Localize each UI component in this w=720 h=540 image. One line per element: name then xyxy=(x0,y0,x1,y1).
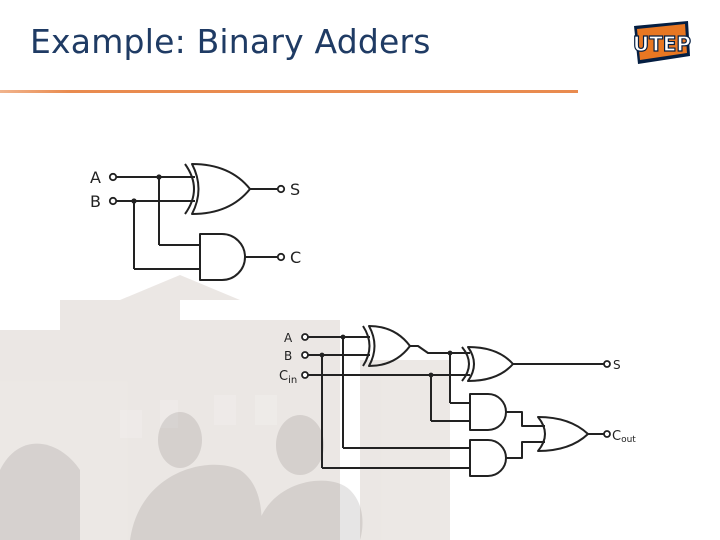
ha-and-gate xyxy=(199,233,246,281)
fa-xor2-back-curve xyxy=(461,346,470,382)
background-building-right xyxy=(360,360,450,540)
fa-xor1-back-curve xyxy=(362,325,371,367)
fa-input-a-label: A xyxy=(284,331,293,345)
background-person-body xyxy=(130,464,262,540)
background-person-head xyxy=(158,412,202,468)
wire-fa-xor1-out xyxy=(410,345,470,354)
background-person-body-2 xyxy=(255,480,363,540)
ha-output-s-label: S xyxy=(290,180,300,199)
logo-shield-inner xyxy=(637,24,687,60)
fa-or-gate xyxy=(537,416,589,452)
fa-cout-main: C xyxy=(612,429,621,444)
full-adder-circuit xyxy=(307,325,605,477)
fa-input-cin-label: Cin xyxy=(279,369,297,386)
half-adder-circuit xyxy=(115,163,280,281)
fa-xor1-gate xyxy=(368,325,411,367)
fa-cin-sub: in xyxy=(288,375,297,386)
fa-cout-sub: out xyxy=(621,435,636,445)
ha-input-a-label: A xyxy=(90,168,101,187)
title-underline xyxy=(0,90,578,93)
slide-title: Example: Binary Adders xyxy=(30,22,431,61)
junction-dots xyxy=(131,174,453,378)
ha-output-c-label: C xyxy=(290,248,301,267)
fa-xor2-gate xyxy=(467,346,514,382)
background-building-left xyxy=(0,300,330,540)
fa-input-b-label: B xyxy=(284,349,292,363)
wire-fa-and2-out xyxy=(506,441,545,459)
fa-and2-gate xyxy=(469,439,507,477)
fa-and1-gate xyxy=(469,393,507,431)
fa-output-cout-label: Cout xyxy=(612,429,636,445)
fa-cin-main: C xyxy=(279,369,288,384)
ha-xor-back-curve xyxy=(184,163,195,215)
ha-input-b-label: B xyxy=(90,192,101,211)
background-tree xyxy=(0,443,80,540)
background-roof xyxy=(120,275,240,300)
wire-fa-and1-out xyxy=(506,411,545,427)
terminals xyxy=(108,172,611,438)
logo-text: UTEP xyxy=(633,32,691,56)
utep-logo-icon: UTEP xyxy=(632,21,692,64)
background-person-head-2 xyxy=(276,415,324,475)
fa-output-s-label: S xyxy=(613,358,621,372)
ha-xor-gate xyxy=(191,163,251,215)
background-building-center xyxy=(180,320,340,540)
